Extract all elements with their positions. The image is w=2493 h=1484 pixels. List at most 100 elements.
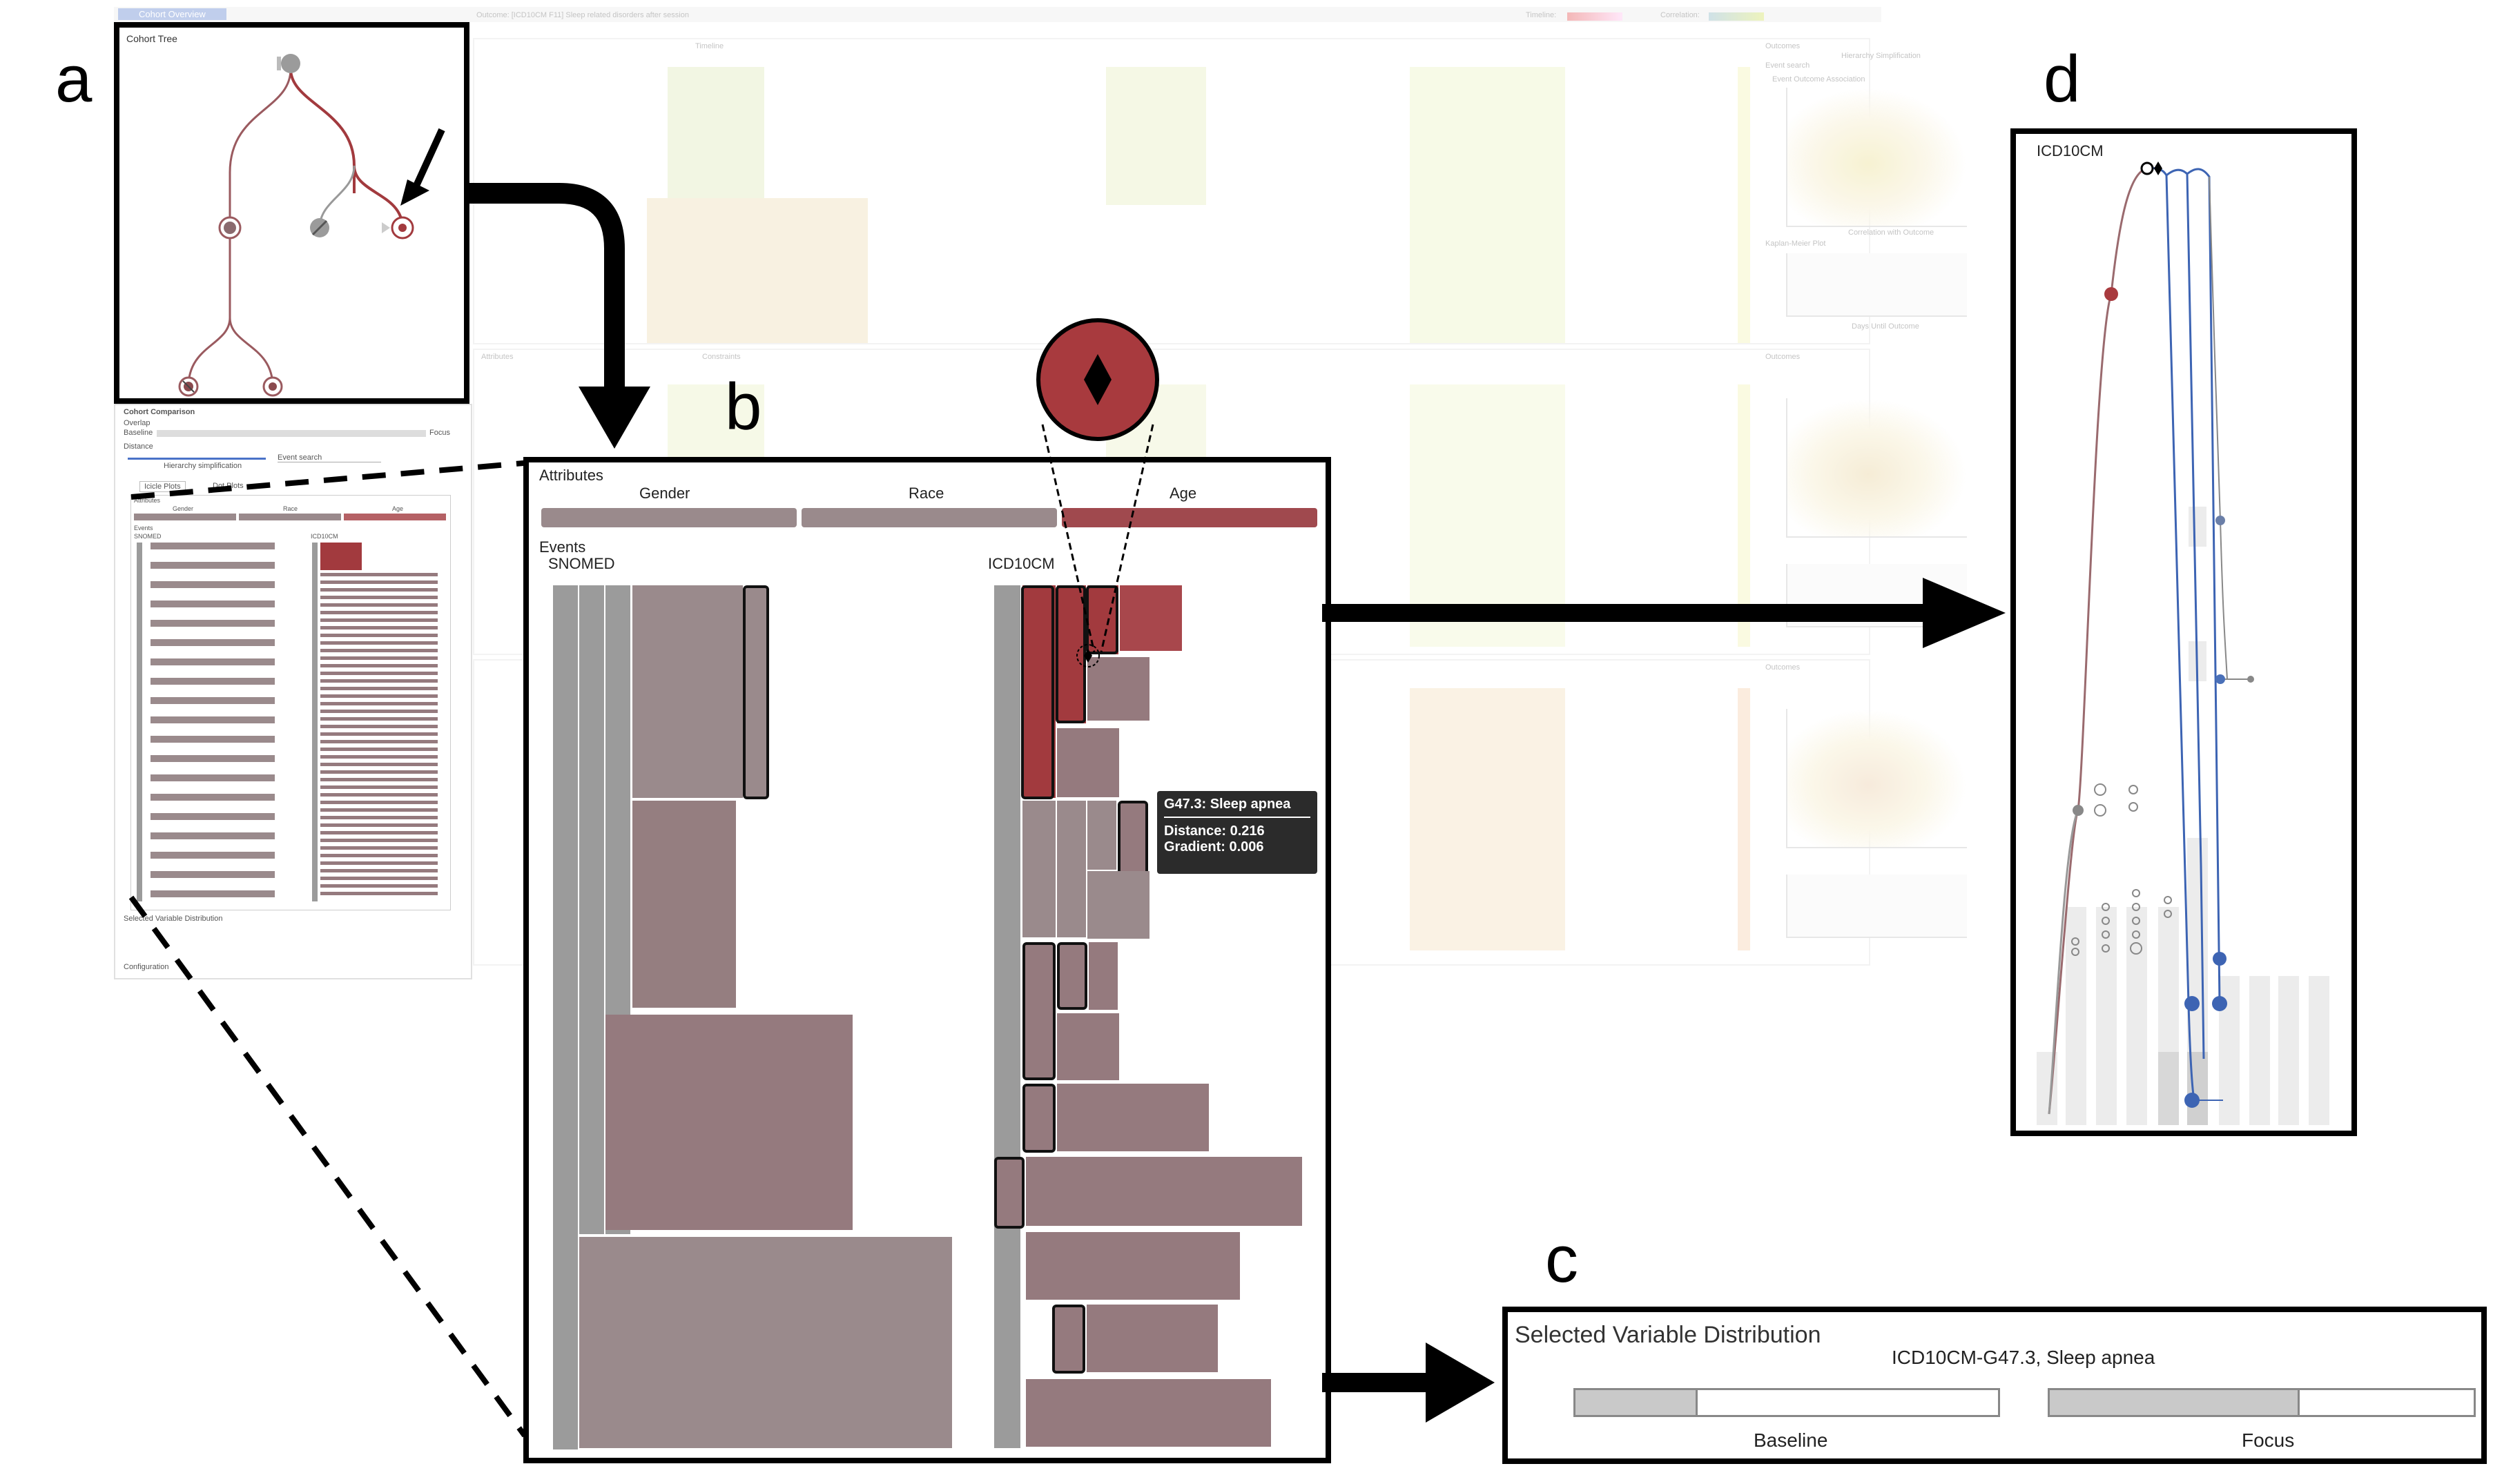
icicle-cell[interactable]	[1057, 1013, 1119, 1080]
outcomes-label: Outcomes	[1765, 42, 1801, 50]
mini-icicle-snomed	[137, 543, 295, 901]
icicle-cell[interactable]	[1057, 801, 1086, 937]
icicle-selection-outline	[1056, 585, 1086, 723]
timeline-label: Timeline	[695, 42, 724, 50]
dot-plot-column-shaded	[2158, 1052, 2179, 1125]
icicle-cell[interactable]	[1057, 728, 1119, 797]
icicle-cell[interactable]	[605, 1015, 853, 1230]
icicle-cell[interactable]	[1022, 801, 1056, 937]
dot-plot-column	[2096, 907, 2117, 1125]
panel-letter-b: b	[725, 370, 762, 444]
mini-attr-age: Age	[392, 505, 404, 512]
focus-distribution-fill	[2050, 1390, 2300, 1415]
baseline-label: Baseline	[1754, 1429, 1828, 1451]
dot-plot-column	[2066, 907, 2086, 1125]
hierarchy-slider[interactable]	[128, 458, 266, 460]
scatter-plot	[1786, 88, 1967, 227]
mini-attr-gender: Gender	[173, 505, 194, 512]
dot-plot-column	[2249, 976, 2270, 1125]
tab-icicle-plots[interactable]: Icicle Plots	[139, 481, 186, 492]
vocab-snomed-label: SNOMED	[548, 555, 615, 572]
icicle-zoom-panel: Attributes Gender Race Age Events SNOMED…	[523, 457, 1331, 1463]
distribution-variable-name: ICD10CM-G47.3, Sleep apnea	[1892, 1347, 2155, 1368]
mini-attributes-label: Attributes	[134, 497, 161, 504]
flow-arrow-b-to-c	[1322, 1343, 1495, 1423]
icicle-cell[interactable]	[632, 801, 736, 1008]
attr-gender-bar[interactable]	[541, 508, 797, 527]
icicle-cell[interactable]	[1052, 1305, 1085, 1374]
dot-plot-column	[2278, 976, 2299, 1125]
focus-distribution-bar[interactable]	[2048, 1388, 2476, 1417]
event-search-input[interactable]: Event search	[278, 453, 381, 462]
hierarchy-simplification-label: Hierarchy Simplification	[1841, 52, 1921, 60]
icicle-cell-highlighted[interactable]	[743, 585, 769, 799]
app-header-title: Cohort Overview	[118, 8, 226, 20]
timeline-block	[1410, 688, 1565, 950]
icicle-cell[interactable]	[1057, 942, 1087, 1010]
mini-attr-bar	[239, 514, 341, 520]
overlap-baseline-label: Baseline	[124, 429, 153, 437]
icicle-cell[interactable]	[632, 585, 743, 798]
kaplan-meier-label: Kaplan-Meier Plot	[1765, 240, 1826, 248]
constraints-label: Constraints	[702, 353, 741, 361]
baseline-distribution-fill	[1575, 1390, 1698, 1415]
tooltip-distance: Distance: 0.216	[1164, 823, 1265, 839]
attributes-heading: Attributes	[539, 467, 603, 484]
zoom-guide-lines	[128, 460, 532, 1438]
icicle-cell[interactable]	[579, 1237, 952, 1448]
attr-age-bar[interactable]	[1062, 508, 1317, 527]
days-axis-label: Days Until Outcome	[1852, 322, 1919, 331]
dot-plot-chart	[2048, 162, 2254, 1115]
icicle-cell[interactable]	[1057, 1084, 1209, 1151]
panel-letter-a: a	[55, 42, 93, 116]
overlap-label: Overlap	[124, 419, 151, 427]
tree-root-node	[281, 54, 300, 73]
icicle-cell[interactable]	[1026, 1232, 1240, 1300]
icicle-cell[interactable]	[1120, 585, 1182, 651]
attr-gender-label: Gender	[639, 485, 690, 502]
icicle-cell[interactable]	[1087, 1305, 1218, 1372]
icicle-cell[interactable]	[1022, 1084, 1056, 1153]
configuration-label[interactable]: Configuration	[124, 963, 169, 971]
attr-age-label: Age	[1170, 485, 1197, 502]
outcome-strip	[1738, 688, 1750, 950]
mini-vocab-snomed: SNOMED	[134, 533, 162, 540]
timeline-legend-swatch	[1567, 12, 1622, 21]
cohort-comparison-sidebar: Cohort Comparison Overlap Baseline Focus…	[114, 404, 472, 979]
outcome-strip	[1738, 67, 1750, 343]
icicle-cell[interactable]	[1057, 585, 1086, 723]
icicle-cell[interactable]	[1087, 657, 1150, 721]
cohort-tree-graph	[178, 54, 414, 397]
icicle-cell[interactable]	[1026, 1157, 1302, 1226]
background-app: Cohort Overview Outcome: [ICD10CM F11] S…	[114, 7, 1967, 980]
distribution-title: Selected Variable Distribution	[1515, 1322, 1821, 1348]
flow-arrow-b-to-d	[1322, 578, 2006, 648]
icicle-cell[interactable]	[1022, 585, 1056, 798]
icicle-cell[interactable]	[1022, 942, 1056, 1080]
diamond-marker-icon	[1076, 644, 1100, 667]
icicle-cell[interactable]	[553, 585, 578, 1449]
baseline-distribution-bar[interactable]	[1573, 1388, 2000, 1417]
attributes-label: Attributes	[481, 353, 514, 361]
tooltip-gradient: Gradient: 0.006	[1164, 839, 1264, 855]
icicle-cell[interactable]	[994, 1157, 1025, 1229]
timeline-block	[647, 198, 868, 343]
mini-icicle-area: Attributes Gender Race Age Events SNOMED…	[130, 495, 451, 910]
timeline-block	[668, 67, 764, 205]
pointer-arrow-icon	[400, 128, 445, 206]
icicle-cell[interactable]	[1087, 871, 1150, 939]
icicle-cell[interactable]	[579, 585, 604, 1234]
outcomes-label: Outcomes	[1765, 353, 1801, 361]
flow-arrow-a-to-b	[469, 183, 650, 449]
icicle-cell[interactable]	[1026, 1379, 1271, 1447]
dot-plot-column	[2309, 976, 2329, 1125]
panel-letter-d: d	[2044, 42, 2081, 116]
icicle-cell-sleep-apnea[interactable]	[1118, 801, 1148, 875]
cohort-row-3: Outcomes	[473, 659, 1967, 966]
icicle-cell[interactable]	[1089, 942, 1118, 1010]
attr-race-bar[interactable]	[802, 508, 1057, 527]
event-outcome-association-label: Event Outcome Association	[1772, 75, 1865, 84]
icicle-cell[interactable]	[994, 585, 1020, 1448]
icicle-cell[interactable]	[1087, 801, 1116, 870]
selected-distribution-panel: Selected Variable Distribution ICD10CM-G…	[1502, 1307, 2487, 1464]
